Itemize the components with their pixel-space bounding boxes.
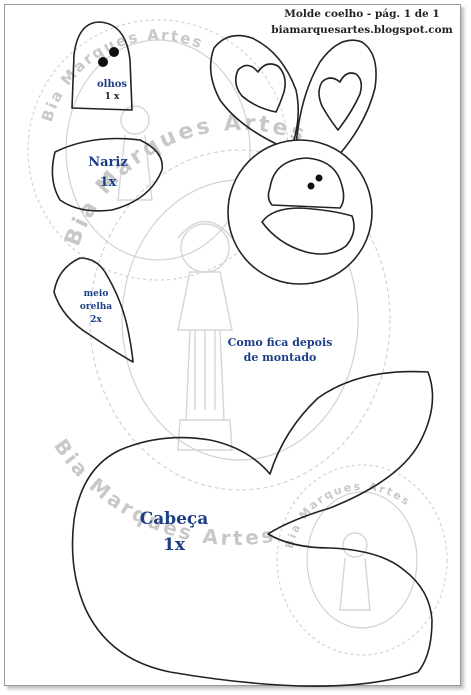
rabbit-nose-outline (261, 207, 355, 255)
nose-piece-name: Nariz (88, 155, 128, 170)
eyes-piece-qty: 1 x (104, 92, 120, 102)
rabbit-ear-right-outline (295, 39, 377, 157)
rabbit-ear-left-outline (209, 34, 300, 149)
eyes-piece-outline (71, 21, 133, 111)
nose-piece-qty: 1x (99, 175, 117, 190)
blog-url: biamarquesartes.blogspot.com (271, 24, 453, 36)
watermark-stamps (27, 19, 448, 656)
assembly-caption-line2: de montado (243, 351, 317, 364)
head-piece-outline (71, 370, 434, 688)
rabbit-ear-left-heart (234, 63, 286, 113)
rabbit-ear-right-heart (318, 72, 363, 131)
watermark-text: Bia Marques Artes Bia Marques Artes Bia … (38, 26, 414, 550)
eyes-piece-dot-2 (109, 47, 119, 57)
half-ear-piece-line1: meio (83, 289, 109, 299)
eyes-piece-name: olhos (96, 79, 128, 90)
watermark-text-4: Bia Marques Artes (283, 480, 412, 550)
eyes-piece-dot-1 (98, 57, 108, 67)
half-ear-piece-outline (53, 257, 134, 363)
svg-text:Bia Marques Artes: Bia Marques Artes (283, 480, 414, 550)
nose-piece-outline (51, 137, 164, 212)
head-piece-qty: 1x (163, 535, 185, 555)
page-frame (4, 4, 461, 686)
half-ear-piece-line2: orelha (79, 302, 113, 312)
assembly-caption-line1: Como fica depois (227, 336, 333, 349)
half-ear-piece-qty: 2x (90, 315, 102, 325)
rabbit-snout-outline (267, 157, 345, 209)
rabbit-eye-dot-2 (315, 174, 323, 182)
page-title: Molde coelho - pág. 1 de 1 (284, 8, 440, 20)
rabbit-eye-dot-1 (307, 182, 315, 190)
head-piece-name: Cabeça (139, 509, 209, 529)
